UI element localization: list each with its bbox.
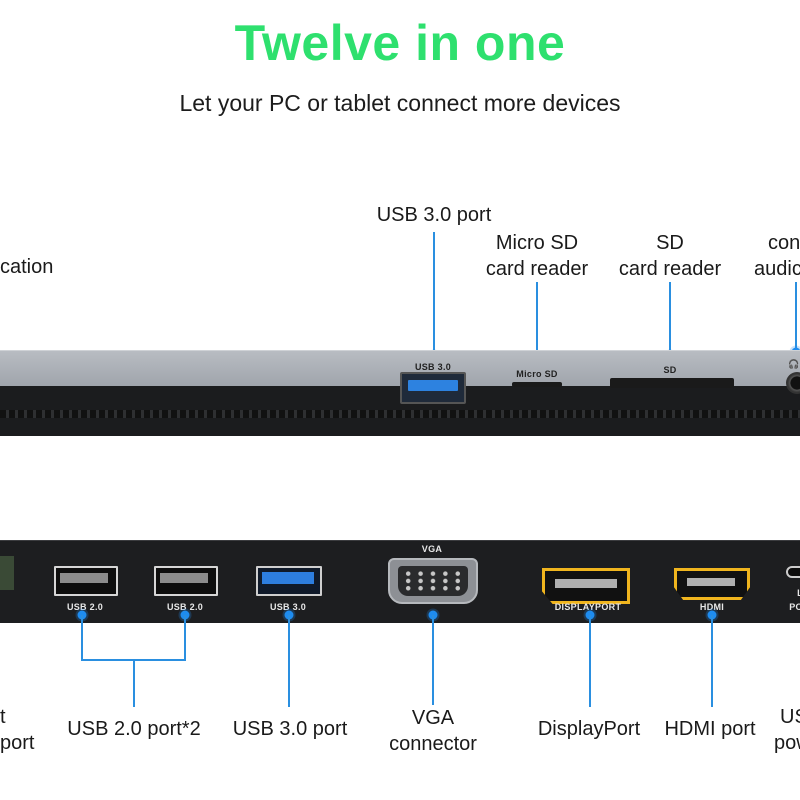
port-mark-power-cut: PO bbox=[789, 602, 800, 612]
label-audio-cut-line1: con bbox=[768, 232, 800, 254]
sd-slot[interactable] bbox=[610, 378, 734, 388]
usb30-port-top-tongue bbox=[408, 380, 458, 391]
callout-line-vga bbox=[432, 615, 434, 705]
port-mark-power-cut-top: L bbox=[797, 588, 800, 598]
displayport-port-tongue bbox=[555, 579, 617, 588]
label-sd: SD card reader bbox=[619, 230, 721, 282]
label-microsd-line2: card reader bbox=[485, 258, 589, 280]
label-audio-cut: con audic bbox=[754, 230, 800, 282]
label-sd-line2: card reader bbox=[618, 258, 722, 280]
port-mark-hdmi: HDMI bbox=[699, 602, 725, 612]
callout-line-sd bbox=[669, 282, 671, 356]
label-sd-line1: SD bbox=[656, 232, 684, 254]
port-mark-usb30-top: USB 3.0 bbox=[414, 362, 452, 372]
microsd-slot[interactable] bbox=[512, 382, 562, 387]
callout-line-usb20-stem bbox=[133, 659, 135, 707]
callout-line-usb20-b bbox=[184, 615, 186, 660]
audio-jack[interactable] bbox=[786, 372, 800, 394]
label-vga-line2: connector bbox=[389, 733, 477, 755]
displayport-port[interactable] bbox=[542, 568, 630, 604]
callout-line-usb30-bottom bbox=[288, 615, 290, 707]
usb30-port-bottom-tongue bbox=[262, 572, 314, 584]
hdmi-port[interactable] bbox=[674, 568, 750, 600]
page-subtitle: Let your PC or tablet connect more devic… bbox=[179, 90, 621, 116]
callout-line-displayport bbox=[589, 615, 591, 707]
dock-top-vent-grille bbox=[0, 410, 800, 418]
label-vga-line1: VGA bbox=[411, 707, 455, 729]
label-usb30-bottom: USB 3.0 port bbox=[232, 718, 348, 740]
label-power-cut: US pow bbox=[774, 704, 800, 756]
callout-line-usb20-a bbox=[81, 615, 83, 660]
label-vga: VGA connector bbox=[389, 705, 477, 757]
usb20-port-b[interactable] bbox=[154, 566, 218, 596]
page-title: Twelve in one bbox=[234, 15, 566, 71]
port-mark-displayport: DISPLAYPORT bbox=[554, 602, 622, 612]
label-usb30-top: USB 3.0 port bbox=[376, 204, 492, 226]
hdmi-port-tongue bbox=[687, 578, 735, 586]
usb20-port-a[interactable] bbox=[54, 566, 118, 596]
label-microsd: Micro SD card reader bbox=[486, 230, 588, 282]
label-hdmi: HDMI port bbox=[664, 718, 756, 740]
label-left-cut-bottom: t port bbox=[0, 704, 34, 756]
port-mark-vga: VGA bbox=[421, 544, 443, 554]
dock-bottom-left-port-cut bbox=[0, 556, 14, 590]
callout-line-hdmi bbox=[711, 615, 713, 707]
vga-port-pins bbox=[402, 570, 464, 592]
usb30-port-top[interactable] bbox=[400, 372, 466, 404]
usb20-port-a-tongue bbox=[60, 573, 108, 583]
usb-c-power-port[interactable] bbox=[786, 566, 800, 578]
port-mark-usb20-a: USB 2.0 bbox=[66, 602, 104, 612]
callout-line-microsd bbox=[536, 282, 538, 358]
callout-line-usb30-top bbox=[433, 232, 435, 356]
port-mark-usb30-bottom: USB 3.0 bbox=[269, 602, 307, 612]
vga-port[interactable] bbox=[388, 558, 478, 604]
label-left-cut-top: cation bbox=[0, 256, 54, 278]
label-left-cut-bottom-line1: t bbox=[0, 706, 6, 728]
label-left-cut-bottom-line2: port bbox=[0, 732, 35, 754]
label-power-cut-line1: US bbox=[780, 706, 800, 728]
usb20-port-b-tongue bbox=[160, 573, 208, 583]
port-mark-sd: SD bbox=[663, 365, 677, 375]
headphone-icon: 🎧 bbox=[788, 359, 800, 369]
label-audio-cut-line2: audic bbox=[754, 258, 800, 280]
usb30-port-bottom[interactable] bbox=[256, 566, 322, 596]
label-power-cut-line2: pow bbox=[774, 732, 800, 754]
label-usb20: USB 2.0 port*2 bbox=[67, 718, 201, 740]
port-mark-microsd: Micro SD bbox=[516, 369, 558, 379]
label-displayport: DisplayPort bbox=[537, 718, 641, 740]
callout-line-audio bbox=[795, 282, 797, 352]
port-mark-usb20-b: USB 2.0 bbox=[166, 602, 204, 612]
label-microsd-line1: Micro SD bbox=[495, 232, 579, 254]
